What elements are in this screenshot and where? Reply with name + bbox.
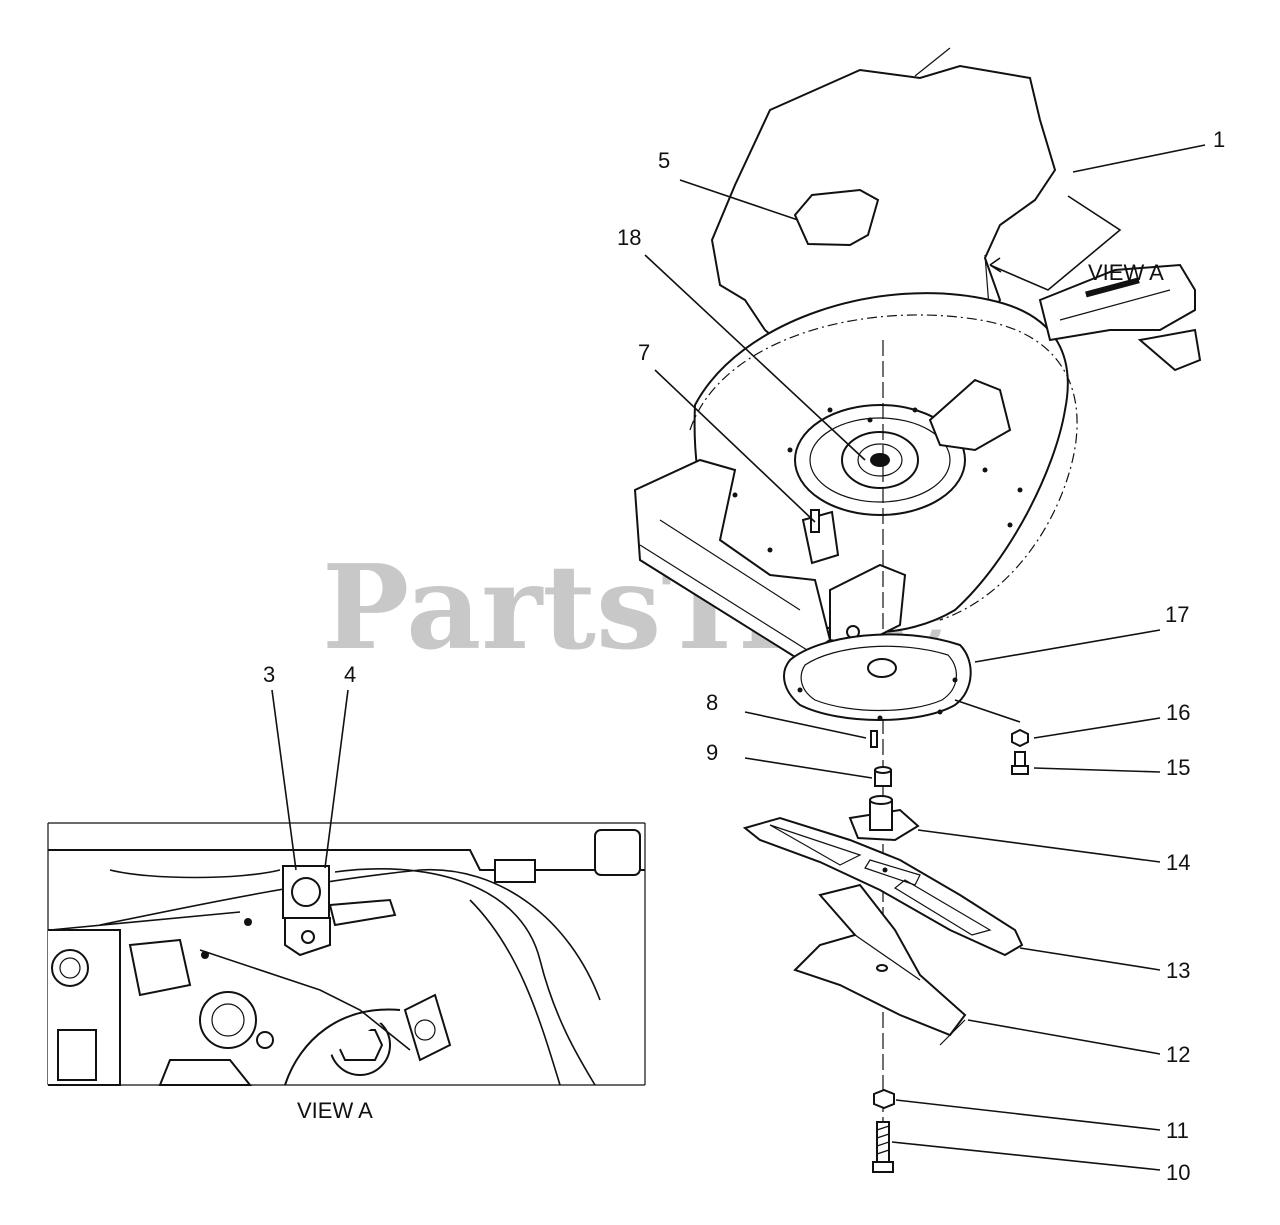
mower-deck [633,263,1202,662]
callout-14: 14 [1166,850,1190,875]
callout-4: 4 [344,662,356,687]
callout-15: 15 [1166,755,1190,780]
view-a-label-main: VIEW A [1088,260,1164,285]
mulching-blade [742,816,1024,957]
blade-adapter [848,795,920,842]
callout-8: 8 [706,690,718,715]
view-a-label-inset: VIEW A [297,1098,373,1123]
blade-bolt [872,1121,894,1173]
engine-decal [793,188,880,247]
callout-5: 5 [658,148,670,173]
key [870,730,878,748]
bolt-15 [1011,751,1029,775]
callout-7: 7 [638,340,650,365]
washer [873,1088,895,1110]
blade-adapter-bushing [874,766,892,787]
callout-16: 16 [1166,700,1190,725]
callout-13: 13 [1166,958,1190,983]
callouts: 1 5 18 7 17 8 9 16 15 14 13 12 11 10 [617,127,1225,1185]
callout-17: 17 [1165,602,1189,627]
callout-1: 1 [1213,127,1225,152]
callout-11: 11 [1166,1118,1189,1143]
callout-18: 18 [617,225,641,250]
view-a-inset: 3 4 [47,662,646,1086]
nut-16 [1011,728,1029,748]
blade [793,883,967,1046]
baffle-plate [783,633,972,721]
callout-10: 10 [1166,1160,1190,1185]
leader-lines [644,144,1206,1171]
callout-12: 12 [1166,1042,1190,1067]
callout-3: 3 [263,662,275,687]
view-a-arrow [989,195,1122,291]
callout-9: 9 [706,740,718,765]
